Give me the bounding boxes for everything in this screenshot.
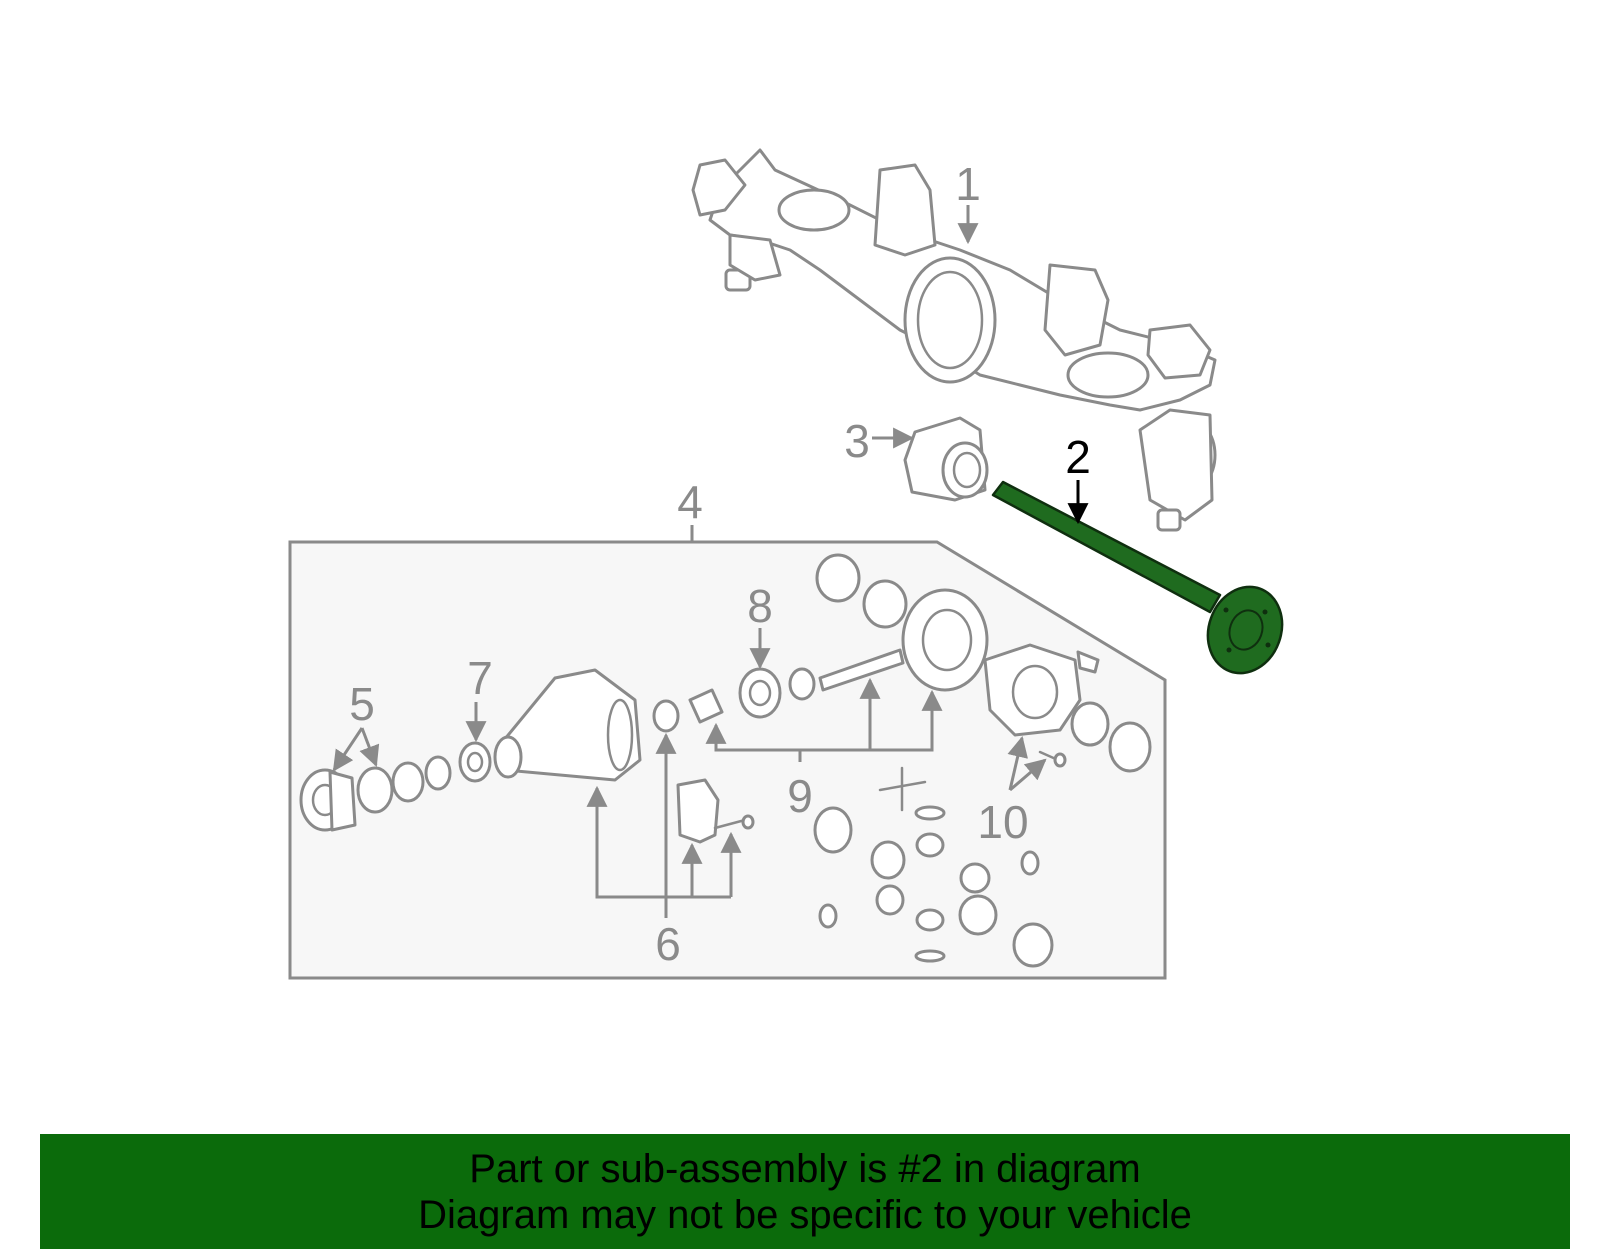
callout-6[interactable]: 6 <box>655 918 681 970</box>
bearing-cap-part-6[interactable] <box>652 699 755 844</box>
axle-housing-part-1[interactable] <box>691 148 1217 532</box>
axle-shaft-part-2[interactable] <box>991 480 1294 684</box>
callout-7[interactable]: 7 <box>467 652 493 704</box>
callout-8[interactable]: 8 <box>747 580 773 632</box>
callout-5[interactable]: 5 <box>349 678 375 730</box>
subassembly-box-part-4[interactable] <box>288 540 1167 980</box>
carrier-housing[interactable] <box>493 668 642 782</box>
companion-flange-part-5[interactable] <box>299 755 452 832</box>
info-banner: Part or sub-assembly is #2 in diagram Di… <box>40 1134 1570 1249</box>
banner-line-2: Diagram may not be specific to your vehi… <box>418 1193 1192 1237</box>
callout-4[interactable]: 4 <box>677 476 703 528</box>
callout-10[interactable]: 10 <box>977 796 1028 848</box>
bearing-retainer-part-3[interactable] <box>903 416 989 502</box>
spider-gears[interactable] <box>813 766 1054 968</box>
callout-1[interactable]: 1 <box>955 158 981 210</box>
differential-case-part-10[interactable] <box>983 643 1152 773</box>
ring-pinion-gear-part-9[interactable] <box>815 553 989 692</box>
pinion-bearing-part-7[interactable] <box>458 741 492 783</box>
callout-9[interactable]: 9 <box>787 770 813 822</box>
banner-line-1: Part or sub-assembly is #2 in diagram <box>469 1147 1141 1191</box>
callout-3[interactable]: 3 <box>844 415 870 467</box>
callout-2[interactable]: 2 <box>1065 431 1091 483</box>
leader-lines <box>332 205 1089 918</box>
